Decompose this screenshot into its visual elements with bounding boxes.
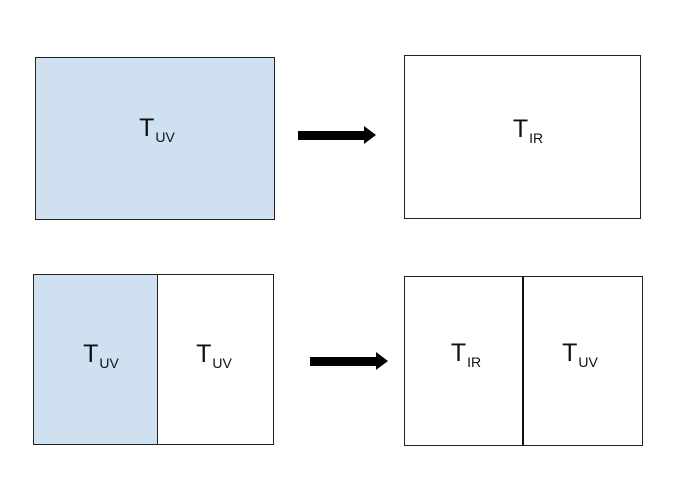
bottom-left-plain-subscript: UV: [212, 355, 232, 371]
bottom-left-plain-symbol: T: [196, 340, 212, 368]
bottom-arrow: [310, 352, 389, 370]
bottom-left-shaded-subscript: UV: [99, 355, 119, 371]
top-ir-label: TIR: [512, 115, 544, 146]
top-uv-subscript: UV: [155, 129, 175, 145]
bottom-right-ir-subscript: IR: [467, 354, 482, 370]
top-ir-symbol: T: [512, 115, 529, 143]
top-ir-subscript: IR: [529, 130, 544, 146]
top-uv-symbol: T: [139, 114, 155, 142]
bottom-left-shaded-label: TUV: [83, 340, 119, 371]
bottom-left-uv-panel-plain: [157, 274, 274, 445]
top-uv-box: [35, 57, 275, 220]
top-arrow: [298, 126, 377, 144]
bottom-right-uv-subscript: UV: [578, 354, 598, 370]
bottom-left-uv-panel-shaded: [33, 274, 158, 445]
top-arrow-shaft: [298, 131, 366, 140]
bottom-right-ir-label: TIR: [450, 339, 482, 370]
bottom-right-divider: [522, 276, 524, 446]
top-arrow-head: [364, 126, 376, 144]
bottom-left-shaded-symbol: T: [83, 340, 99, 368]
top-ir-box: [404, 55, 641, 219]
bottom-right-uv-symbol: T: [562, 339, 578, 367]
bottom-right-ir-symbol: T: [450, 339, 467, 367]
bottom-arrow-head: [376, 352, 388, 370]
bottom-arrow-shaft: [310, 357, 378, 366]
bottom-right-uv-label: TUV: [562, 339, 598, 370]
top-uv-label: TUV: [139, 114, 175, 145]
bottom-left-plain-label: TUV: [196, 340, 232, 371]
